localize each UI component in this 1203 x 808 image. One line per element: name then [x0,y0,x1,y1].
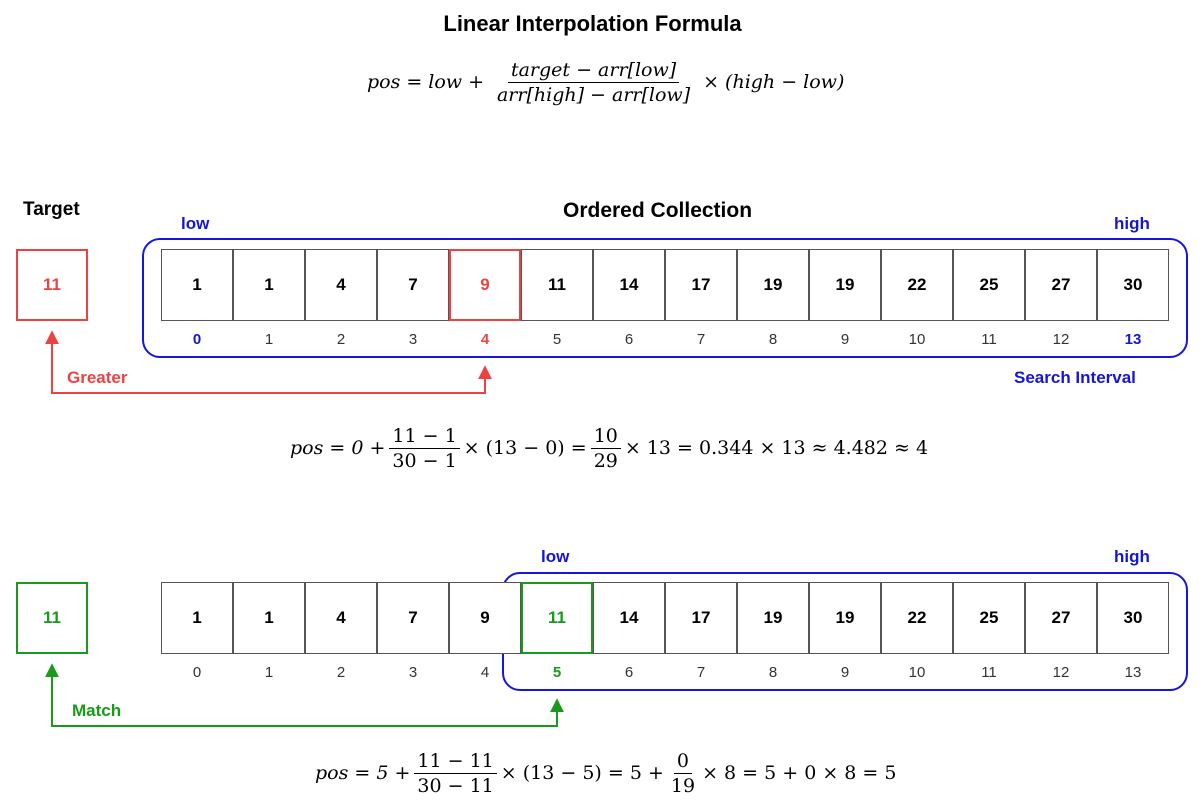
formula-plus: + [468,71,484,93]
formula-fraction: target − arr[low] arr[high] − arr[low] [494,58,693,107]
step2-eq-num2: 0 [673,749,693,774]
step1-interval-label: Search Interval [1014,368,1136,387]
step2-cell-9: 19 [809,582,881,654]
step1-eq-num1: 11 − 1 [389,424,460,449]
step1-eq-mid: × (13 − 0) = [463,437,587,459]
step1-cell-6: 14 [593,249,665,321]
step1-eq-den2: 29 [593,449,618,472]
step2-cell-11: 25 [953,582,1025,654]
step1-cell-8: 19 [737,249,809,321]
step1-low-label: low [181,214,210,233]
target-heading: Target [23,199,80,220]
step2-equation: pos = 5 + 11 − 11 30 − 11 × (13 − 5) = 5… [315,743,896,803]
step1-eq-fraction2: 10 29 [590,424,621,473]
step2-cell-4: 9 [449,582,521,654]
step2-eq-den1: 30 − 11 [417,774,494,797]
formula-low: low [428,71,463,93]
step2-compare-arrow [45,663,564,727]
step1-index-7: 7 [696,331,706,348]
step1-cell-3: 7 [377,249,449,321]
collection-heading: Ordered Collection [563,199,753,222]
step2-target-box: 11 [16,582,88,654]
step2-eq-num1: 11 − 11 [414,749,497,774]
step2-eq-den2: 19 [670,774,696,797]
step1-cell-1: 1 [233,249,305,321]
step1-cell-5: 11 [521,249,593,321]
step2-cell-2: 4 [305,582,377,654]
step1-equation: pos = 0 + 11 − 1 30 − 1 × (13 − 0) = 10 … [290,418,928,478]
step2-eq-mid: × (13 − 5) = 5 + [500,762,664,784]
step1-eq-den1: 30 − 1 [392,449,457,472]
step1-cell-9: 19 [809,249,881,321]
step1-search-interval [142,238,1188,358]
step1-cell-7: 17 [665,249,737,321]
diagram-title: Linear Interpolation Formula [443,11,742,36]
step2-index-7: 7 [696,664,706,681]
step1-eq-pre: pos = 0 + [290,437,386,459]
step1-index-11: 11 [981,331,997,348]
step2-eq-post: × 8 = 5 + 0 × 8 = 5 [702,762,897,784]
step1-compare-arrow [45,330,492,394]
step2-index-6: 6 [624,664,634,681]
step2-high-label: high [1114,547,1150,566]
step2-cell-13: 30 [1097,582,1169,654]
step1-target-box: 11 [16,249,88,321]
step1-cell-12: 27 [1025,249,1097,321]
step2-cell-10: 22 [881,582,953,654]
step2-cell-0: 1 [161,582,233,654]
step1-eq-fraction1: 11 − 1 30 − 1 [389,424,460,473]
step1-cell-10: 22 [881,249,953,321]
step2-low-label: low [541,547,570,566]
step2-index-10: 10 [908,664,926,681]
step1-eq-post: × 13 = 0.344 × 13 ≈ 4.482 ≈ 4 [624,437,929,459]
step1-index-8: 8 [768,331,778,348]
step2-eq-pre: pos = 5 + [315,762,411,784]
formula-numerator: target − arr[low] [510,58,677,81]
step2-cell-1: 1 [233,582,305,654]
step1-cell-13: 30 [1097,249,1169,321]
step2-eq-fraction1: 11 − 11 30 − 11 [414,749,497,798]
step1-cell-2: 4 [305,249,377,321]
formula-times: × [703,71,720,93]
step2-index-13: 13 [1124,664,1142,681]
step1-index-5: 5 [552,331,562,348]
step1-eq-num2: 10 [590,424,621,449]
step2-cell-3: 7 [377,582,449,654]
step2-index-8: 8 [768,664,778,681]
step2-cell-6: 14 [593,582,665,654]
step1-cell-4: 9 [449,249,521,321]
formula-denominator: arr[high] − arr[low] [496,83,691,106]
step1-cell-0: 1 [161,249,233,321]
general-formula: pos = low + target − arr[low] arr[high] … [367,52,844,112]
step2-cell-8: 19 [737,582,809,654]
formula-range: (high − low) [725,71,845,93]
step2-index-11: 11 [981,664,997,681]
step2-cell-5: 11 [521,582,593,654]
step1-cell-11: 25 [953,249,1025,321]
step2-index-9: 9 [840,664,850,681]
formula-lhs: pos [367,71,401,93]
step2-cell-12: 27 [1025,582,1097,654]
step1-index-10: 10 [908,331,926,348]
step2-index-12: 12 [1052,664,1070,681]
step1-high-label: high [1114,214,1150,233]
step1-index-12: 12 [1052,331,1070,348]
step1-index-13: 13 [1124,331,1142,348]
step1-index-6: 6 [624,331,634,348]
formula-eq: = [406,71,423,93]
step1-index-9: 9 [840,331,850,348]
step2-eq-fraction2: 0 19 [668,749,698,798]
step2-cell-7: 17 [665,582,737,654]
